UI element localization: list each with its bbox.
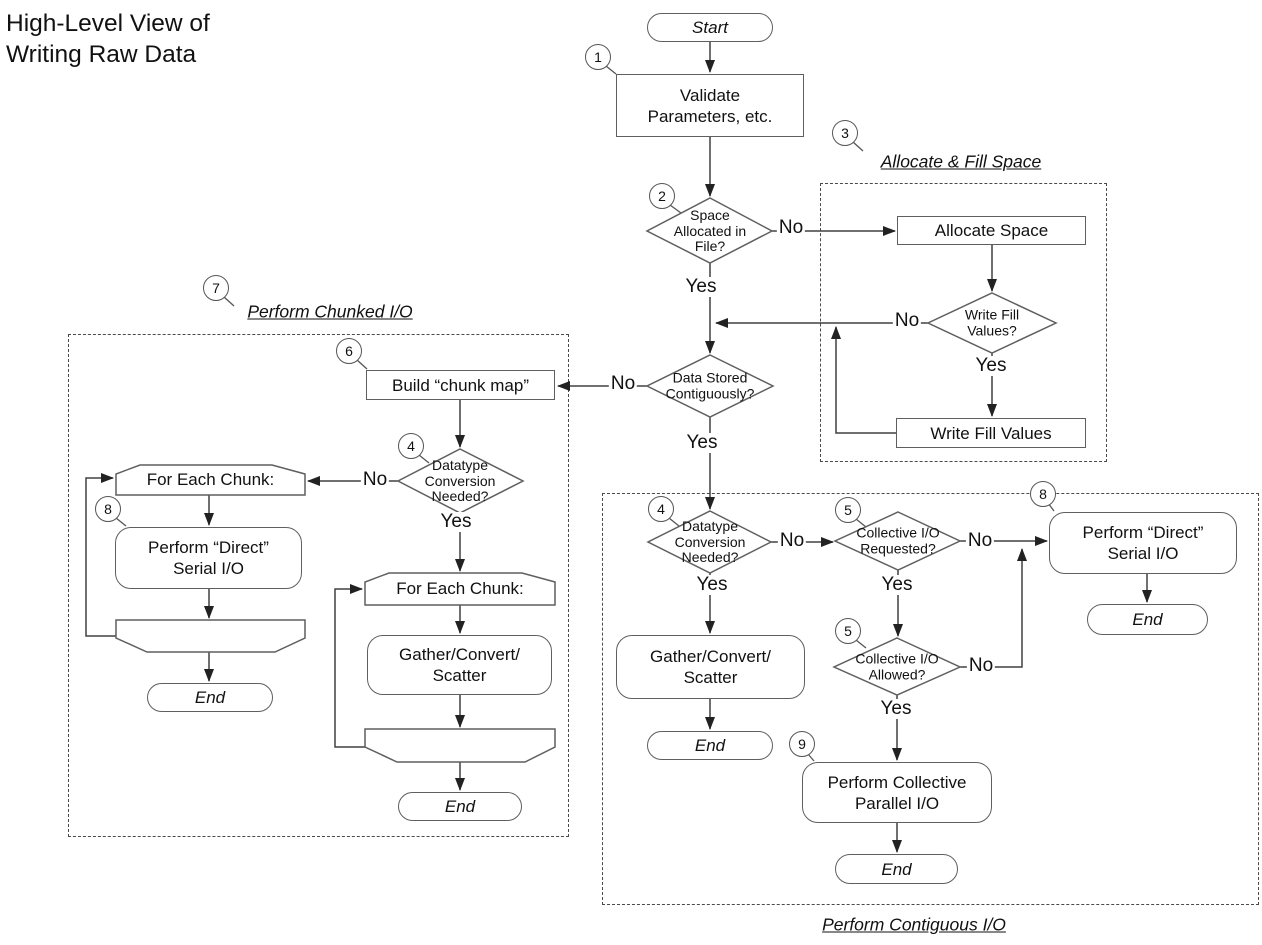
badge-ticks: [115, 65, 1055, 762]
tick-5a: [855, 518, 867, 528]
edge-allowed-no-up-to-serial2: [960, 548, 1027, 668]
data-stored-diamond: [645, 354, 775, 418]
tick-2: [669, 204, 682, 214]
for-each-chunk-loop-start-1: [115, 464, 306, 496]
edge-label-space-no: No: [776, 217, 806, 238]
edge-label-contig-no: No: [608, 373, 638, 394]
build-chunk-map-box: Build “chunk map”: [366, 370, 555, 400]
region-perform-chunked-io: [68, 334, 569, 837]
tick-5b: [855, 639, 867, 649]
for-each-chunk-label-1: For Each Chunk:: [146, 470, 275, 489]
loop-end-shape-1: [115, 619, 306, 653]
perform-collective-parallel-io-box: Perform Collective Parallel I/O: [802, 762, 992, 823]
step-badge-2: 2: [649, 183, 675, 209]
data-stored-label: Data Stored Contiguously?: [665, 369, 755, 401]
edge-label-space-yes: Yes: [683, 276, 719, 297]
edge-label-allowed-yes: Yes: [878, 698, 914, 719]
collective-io-requested-label: Collective I/O Requested?: [856, 524, 940, 556]
edge-label-requested-yes: Yes: [879, 574, 915, 595]
step-badge-8-left: 8: [95, 496, 121, 522]
gather-convert-scatter-box-right: Gather/Convert/ Scatter: [616, 635, 805, 699]
tick-4b: [668, 517, 680, 527]
collective-io-allowed-label: Collective I/O Allowed?: [855, 650, 939, 682]
tick-3: [852, 141, 864, 152]
for-each-chunk-label-2: For Each Chunk:: [396, 579, 524, 598]
edge-label-fill-yes: Yes: [973, 355, 1009, 376]
page-title: High-Level View of Writing Raw Data: [6, 10, 210, 68]
edge-label-datatype-right-yes: Yes: [694, 574, 730, 595]
step-badge-4-right: 4: [648, 496, 674, 522]
decision-and-loop-shapes: [115, 197, 1058, 763]
write-fill-values-box: Write Fill Values: [896, 418, 1086, 448]
datatype-conversion-right-label: Datatype Conversion Needed?: [674, 517, 746, 565]
space-allocated-diamond: [645, 197, 774, 264]
write-fill-values-q-label: Write Fill Values?: [964, 306, 1020, 338]
end-terminator-2: End: [398, 792, 522, 821]
tick-4a: [418, 454, 430, 464]
edge-loopback-1: [85, 473, 116, 637]
tick-6: [356, 359, 368, 370]
end-terminator-3: End: [1087, 604, 1208, 635]
edge-loopback-2: [334, 584, 365, 748]
edge-label-fill-no: No: [892, 310, 922, 331]
region-label-perform-chunked-io: Perform Chunked I/O: [247, 301, 413, 322]
step-badge-9: 9: [789, 731, 815, 757]
end-terminator-4: End: [647, 731, 773, 760]
edge-label-contig-yes: Yes: [684, 432, 720, 453]
edge-writefill-loopback: [831, 326, 896, 434]
end-terminator-1: End: [147, 683, 273, 712]
gather-convert-scatter-box-left: Gather/Convert/ Scatter: [367, 635, 552, 695]
perform-direct-serial-io-box-right: Perform “Direct” Serial I/O: [1049, 512, 1237, 574]
edge-label-allowed-no: No: [966, 655, 996, 676]
step-badge-8-right: 8: [1030, 481, 1056, 507]
region-perform-contiguous-io: [602, 493, 1259, 905]
write-fill-values-diamond: [926, 292, 1058, 354]
edge-label-datatype-left-no: No: [360, 469, 390, 490]
collective-io-allowed-diamond: [832, 637, 962, 696]
region-label-perform-contiguous-io: Perform Contiguous I/O: [822, 914, 1006, 935]
tick-7: [223, 296, 235, 307]
step-badge-3: 3: [832, 120, 858, 146]
collective-io-requested-diamond: [833, 511, 962, 571]
edge-label-requested-no: No: [965, 530, 995, 551]
step-badge-4-left: 4: [398, 433, 424, 459]
step-badge-7: 7: [203, 275, 229, 301]
edge-label-datatype-right-no: No: [777, 530, 807, 551]
loop-end-shape-2: [364, 728, 556, 763]
tick-8a: [115, 517, 127, 527]
for-each-chunk-loop-start-2: [364, 572, 556, 606]
tick-1: [605, 65, 617, 75]
step-badge-5-allowed: 5: [835, 618, 861, 644]
start-terminator: Start: [647, 13, 773, 42]
end-terminator-5: End: [835, 854, 958, 884]
perform-direct-serial-io-box-left: Perform “Direct” Serial I/O: [115, 527, 302, 589]
tick-9: [807, 753, 815, 762]
step-badge-5-requested: 5: [835, 497, 861, 523]
region-label-allocate-fill-space: Allocate & Fill Space: [880, 151, 1042, 172]
step-badge-6: 6: [336, 338, 362, 364]
space-allocated-label: Space Allocated in File?: [673, 206, 747, 254]
datatype-conversion-left-label: Datatype Conversion Needed?: [424, 456, 496, 504]
edge-label-datatype-left-yes: Yes: [438, 511, 474, 532]
step-badge-1: 1: [585, 44, 611, 70]
validate-parameters-box: Validate Parameters, etc.: [616, 74, 804, 137]
datatype-conversion-diamond-right: [646, 510, 773, 574]
flow-arrows: [85, 42, 1152, 853]
allocate-space-box: Allocate Space: [897, 216, 1086, 245]
